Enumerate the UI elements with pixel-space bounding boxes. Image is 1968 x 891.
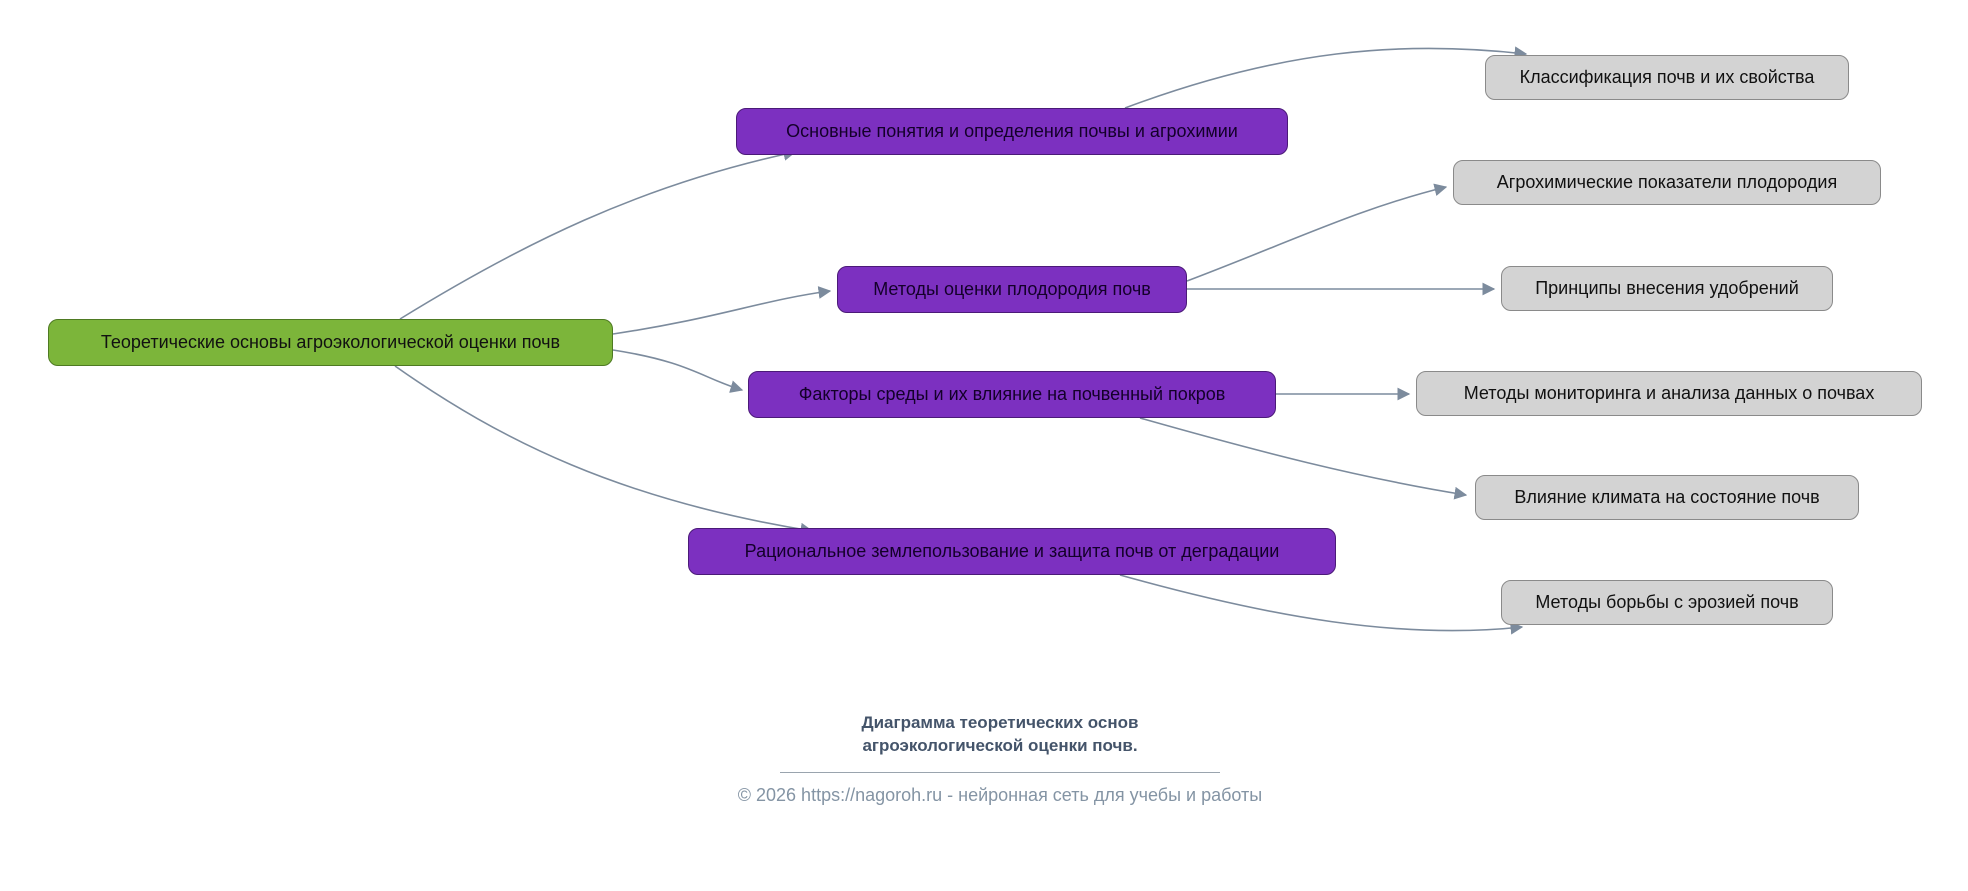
node-leaf-fertilizer-principles: Принципы внесения удобрений — [1501, 266, 1833, 311]
node-leaf-erosion-control: Методы борьбы с эрозией почв — [1501, 580, 1833, 625]
copyright-text: © 2026 https://nagoroh.ru - нейронная се… — [737, 784, 1263, 805]
node-topic-label: Методы оценки плодородия почв — [873, 279, 1151, 299]
node-topic-label: Факторы среды и их влияние на почвенный … — [798, 384, 1226, 404]
caption-block: Диаграмма теоретических основ агроэколог… — [650, 712, 1350, 806]
node-leaf-label: Агрохимические показатели плодородия — [1496, 172, 1838, 192]
node-leaf-climate-influence: Влияние климата на состояние почв — [1475, 475, 1859, 520]
edge-root-topic-1 — [612, 286, 832, 335]
node-topic-fertility-assessment: Методы оценки плодородия почв — [837, 266, 1187, 313]
edge-topic-1-leaf-1 — [1186, 183, 1448, 282]
node-root: Теоретические основы агроэкологической о… — [48, 319, 613, 366]
node-topic-label: Основные понятия и определения почвы и а… — [786, 121, 1238, 141]
node-leaf-label: Влияние климата на состояние почв — [1514, 487, 1820, 507]
node-topic-land-use: Рациональное землепользование и защита п… — [688, 528, 1336, 575]
node-topic-environmental-factors: Факторы среды и их влияние на почвенный … — [748, 371, 1276, 418]
edge-root-topic-3 — [394, 365, 814, 536]
edge-topic-3-leaf-5 — [1119, 574, 1524, 635]
caption-divider — [780, 771, 1220, 773]
node-leaf-soil-classification: Классификация почв и их свойства — [1485, 55, 1849, 100]
edge-root-topic-0 — [399, 148, 797, 320]
node-topic-label: Рациональное землепользование и защита п… — [744, 541, 1280, 561]
node-leaf-label: Принципы внесения удобрений — [1535, 278, 1799, 298]
caption-title-line1: Диаграмма теоретических основ — [861, 713, 1139, 732]
edge-topic-2-leaf-4 — [1139, 417, 1468, 500]
node-leaf-label: Методы борьбы с эрозией почв — [1535, 592, 1799, 612]
node-topic-basic-concepts: Основные понятия и определения почвы и а… — [736, 108, 1288, 155]
node-leaf-agrochemical-indicators: Агрохимические показатели плодородия — [1453, 160, 1881, 205]
node-leaf-label: Классификация почв и их свойства — [1519, 67, 1815, 87]
caption-title-line2: агроэкологической оценки почв. — [862, 735, 1138, 755]
node-leaf-label: Методы мониторинга и анализа данных о по… — [1463, 383, 1875, 403]
node-leaf-monitoring-methods: Методы мониторинга и анализа данных о по… — [1416, 371, 1922, 416]
edge-topic-0-leaf-0 — [1124, 46, 1528, 109]
edge-root-topic-2 — [612, 349, 744, 393]
caption-title: Диаграмма теоретических основ агроэколог… — [650, 712, 1350, 758]
node-root-label: Теоретические основы агроэкологической о… — [100, 332, 561, 352]
